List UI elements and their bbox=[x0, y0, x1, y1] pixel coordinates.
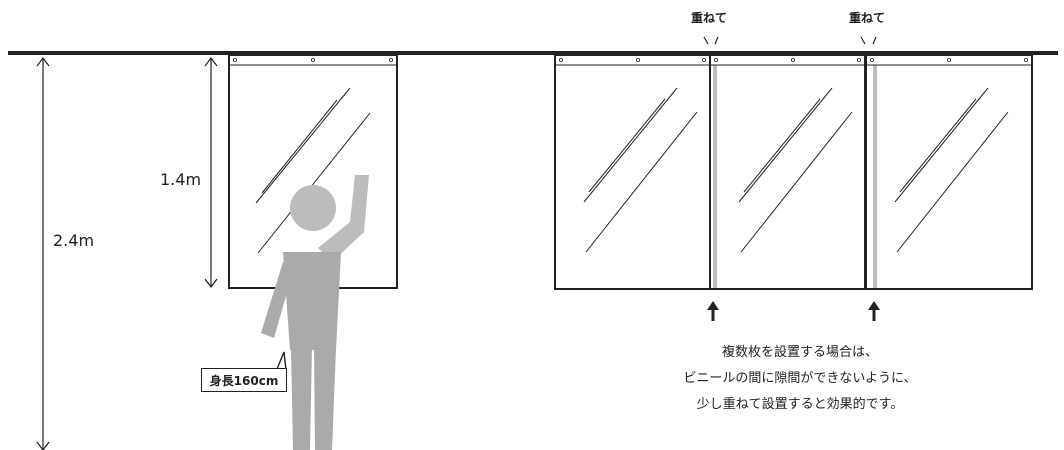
curtain-panel-3 bbox=[865, 54, 1033, 290]
overlap-arrow-1 bbox=[707, 301, 719, 321]
curtain-panel-1 bbox=[554, 54, 711, 290]
curtain-height-dimension bbox=[204, 57, 218, 288]
installation-note: 複数枚を設置する場合は、 ビニールの間に隙間ができないように、 少し重ねて設置す… bbox=[620, 340, 980, 418]
ceiling-rail bbox=[8, 51, 1058, 55]
total-height-dimension bbox=[36, 57, 50, 450]
person-height-label: 身長160cm bbox=[209, 373, 279, 388]
curtain-height-label: 1.4m bbox=[160, 170, 202, 189]
overlap-label-left: 重ねて bbox=[691, 11, 728, 25]
person-height-badge: 身長160cm bbox=[201, 368, 287, 392]
overlap-strip-1 bbox=[713, 65, 717, 289]
single-curtain-panel bbox=[228, 54, 398, 289]
overlap-tick-marks bbox=[703, 36, 877, 45]
curtain-panel-2 bbox=[709, 54, 866, 290]
grommet bbox=[310, 58, 315, 63]
overlap-strip-2 bbox=[873, 65, 877, 289]
note-line: ビニールの間に隙間ができないように、 bbox=[683, 371, 917, 386]
note-line: 少し重ねて設置すると効果的です。 bbox=[696, 397, 904, 412]
overlap-arrow-2 bbox=[868, 301, 880, 321]
multi-curtain-group bbox=[554, 54, 1033, 290]
total-height-label: 2.4m bbox=[53, 231, 95, 250]
person-silhouette bbox=[261, 175, 369, 450]
note-line: 複数枚を設置する場合は、 bbox=[721, 345, 878, 360]
grommet bbox=[388, 58, 393, 63]
grommet bbox=[232, 58, 237, 63]
overlap-label-right: 重ねて bbox=[849, 11, 886, 25]
